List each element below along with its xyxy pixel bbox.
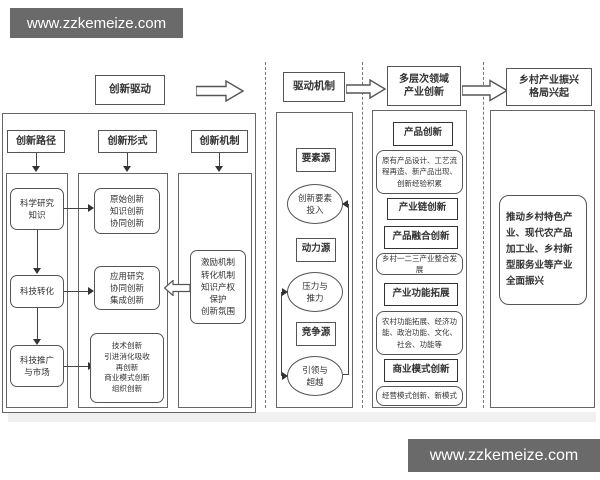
node-pressure-push: 压力与 推力 [287, 272, 343, 312]
arrow-line [219, 153, 220, 167]
node-applied-research: 应用研究 协同创新 集成创新 [94, 266, 160, 310]
stage-rural-revitalization: 乡村产业振兴 格局兴起 [506, 68, 592, 106]
separator-dashed-3 [483, 62, 484, 408]
arrow-down-icon [33, 339, 41, 345]
arrow-down-icon [33, 268, 41, 274]
note-rural-functions: 农村功能拓展、经济功能、政治功能、文化、社会、功能等 [376, 311, 463, 355]
arrow-right-icon [88, 287, 94, 295]
node-innovation-factor-input: 创新要素 投入 [287, 184, 343, 224]
stage-multilevel-industry-innovation: 多层次领域 产业创新 [387, 66, 461, 106]
industry-section-frame [372, 110, 467, 408]
note-rural-integration: 乡村一二三产业整合发展 [376, 253, 463, 275]
arrow-right-icon [282, 288, 288, 296]
node-business-model-innovation: 商业模式创新 [384, 359, 458, 382]
node-incentive-mechanism: 激励机制 转化机制 知识产权 保护 创新氛围 [190, 250, 246, 324]
node-industry-function-expansion: 产业功能拓展 [384, 283, 458, 306]
arrow-line [64, 366, 89, 367]
faint-strip [8, 412, 596, 422]
stage-driving-mechanism: 驱动机制 [283, 72, 345, 102]
connector-line [348, 204, 349, 374]
node-tech-transformation: 科技转化 [10, 275, 64, 308]
node-power-source: 动力源 [296, 238, 336, 262]
arrow-left-icon [342, 200, 348, 208]
node-product-innovation: 产品创新 [393, 122, 453, 146]
node-competition-source: 竞争源 [296, 322, 336, 346]
node-product-fusion-innovation: 产品融合创新 [384, 226, 458, 249]
note-operation-model: 经营模式创新、新模式 [376, 386, 463, 406]
driving-section-frame [276, 112, 353, 408]
innovation-section-frame [2, 113, 256, 413]
flow-arrow-3-icon [462, 79, 508, 102]
node-outcome: 推动乡村特色产业、现代农产品加工业、乡村新型服务业等产业全面振兴 [499, 195, 587, 305]
watermark-bottom-right: www.zzkemeize.com [408, 439, 600, 472]
note-product-innovation: 原有产品设计、工艺流程再造、新产品出现、创新经验积累 [376, 150, 463, 194]
connector-line [281, 292, 282, 376]
watermark-top-left: www.zzkemeize.com [10, 8, 183, 38]
node-tech-promotion-market: 科技推广 与市场 [10, 345, 64, 387]
header-innovation-form: 创新形式 [98, 130, 157, 153]
arrow-line [37, 230, 38, 269]
node-industry-chain-innovation: 产业链创新 [387, 198, 458, 220]
arrow-line [36, 153, 37, 167]
outcome-section-frame [490, 110, 595, 408]
stage-innovation-driven: 创新驱动 [95, 75, 165, 105]
arrow-line [64, 291, 89, 292]
flow-arrow-1-icon [196, 80, 244, 102]
separator-dashed-2 [362, 62, 363, 408]
node-technology-innovation: 技术创新 引进消化吸收 再创新 商业模式创新 组织创新 [90, 333, 164, 403]
arrow-down-icon [215, 166, 223, 172]
node-scientific-research: 科学研究 知识 [10, 188, 64, 230]
path-column-frame [6, 173, 68, 408]
arrow-right-icon [282, 372, 288, 380]
flow-arrow-2-icon [346, 79, 386, 99]
header-innovation-path: 创新路径 [7, 130, 65, 153]
arrow-down-icon [123, 166, 131, 172]
arrow-line [64, 208, 89, 209]
arrow-right-icon [88, 204, 94, 212]
node-lead-surpass: 引领与 超越 [287, 356, 343, 396]
arrow-down-icon [32, 166, 40, 172]
header-innovation-mechanism: 创新机制 [191, 130, 248, 153]
separator-dashed-1 [265, 62, 266, 408]
node-factor-source: 要素源 [296, 148, 336, 172]
node-original-innovation: 原始创新 知识创新 协同创新 [94, 188, 160, 234]
mechanism-feedback-arrow-icon [164, 280, 190, 296]
arrow-line [37, 308, 38, 340]
arrow-line [127, 153, 128, 167]
connector-line [343, 374, 349, 375]
